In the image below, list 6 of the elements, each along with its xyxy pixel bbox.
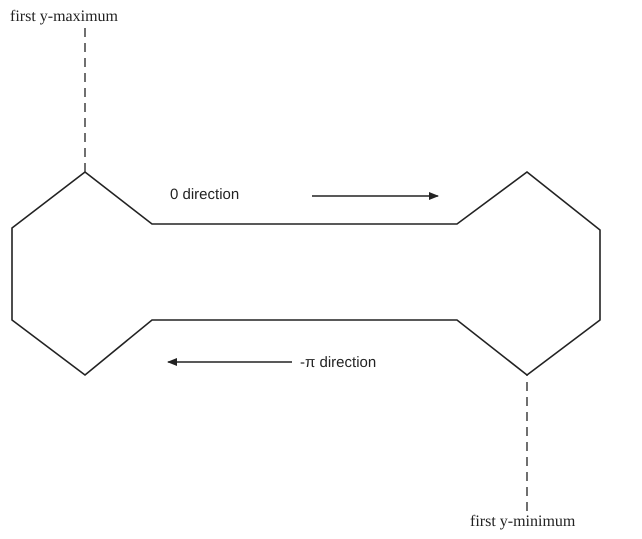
vertex-label: first y-minimum [470, 513, 576, 531]
direction-label: 0 direction [170, 186, 240, 204]
octagonal-bar-outline [10, 170, 602, 377]
vertex-label: first y-maximum [10, 8, 118, 26]
direction-label: -π direction [300, 354, 376, 372]
leader-line [84, 28, 86, 172]
